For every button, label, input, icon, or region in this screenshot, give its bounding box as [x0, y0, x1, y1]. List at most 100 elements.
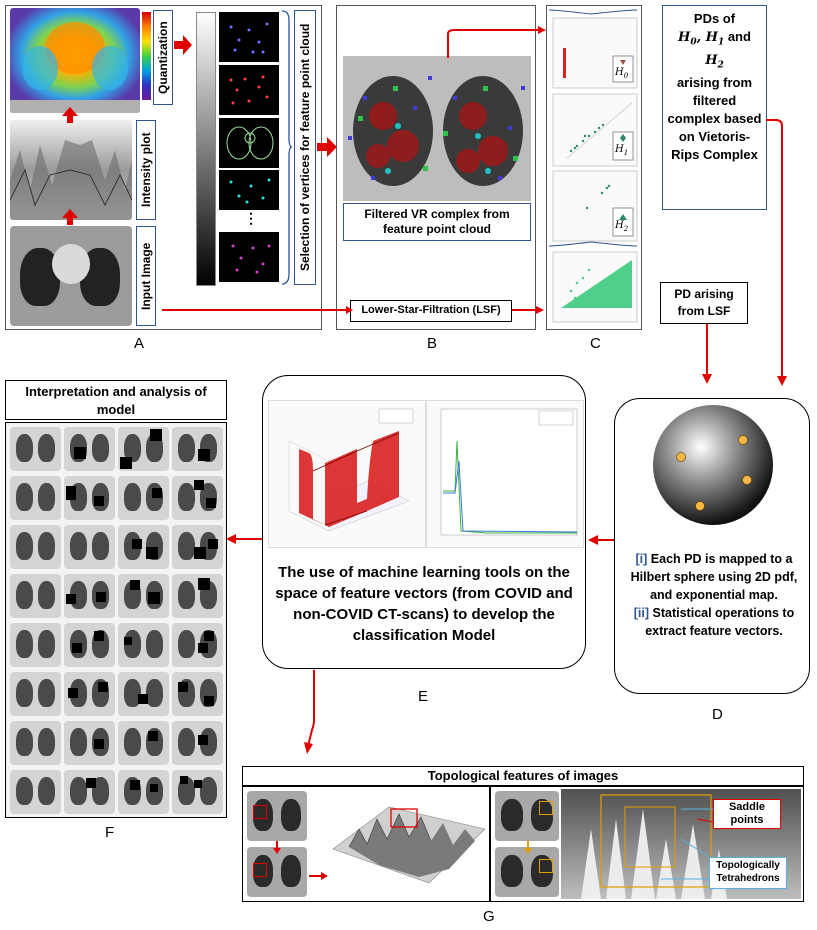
arrow-left-icon: [588, 535, 614, 545]
h2-sub: 2: [717, 60, 724, 71]
pd-label-h1-sub: 1: [623, 149, 629, 157]
lung-region: [38, 434, 55, 462]
ct-thumbnail: [172, 623, 223, 667]
occlusion-square: [130, 580, 140, 590]
bracket-icon: [281, 10, 293, 285]
input-image-label: Input Image: [136, 226, 156, 326]
pd-label-h1: H1: [615, 144, 628, 157]
lung-region: [70, 728, 87, 756]
occlusion-square: [74, 447, 86, 459]
occlusion-square: [194, 547, 206, 559]
panel-a-letter: A: [134, 335, 145, 352]
arrow-right-icon: [317, 137, 337, 157]
ct-thumbnail: [172, 427, 223, 471]
arrow-down-icon: [273, 841, 281, 854]
ct-thumbnail: [172, 525, 223, 569]
lung-region: [70, 777, 87, 805]
arrow-down-icon: [702, 324, 712, 384]
ct-thumbnail: [64, 476, 115, 520]
ct-thumbnail: [172, 770, 223, 814]
intensity-plot-label: Intensity plot: [136, 120, 156, 220]
selection-text: Selection of vertices for feature point …: [298, 23, 312, 272]
lung-region: [70, 532, 87, 560]
lung-region: [38, 581, 55, 609]
panel-c-letter: C: [590, 335, 601, 352]
quantization-image: [10, 8, 140, 113]
pd-label-h2-text: H: [615, 220, 624, 231]
lung-region: [178, 483, 195, 511]
pd-label-h1-text: H: [615, 144, 624, 155]
saddle-points-box: Saddle points: [713, 799, 781, 829]
occlusion-square: [120, 457, 132, 469]
item-2-text: Statistical operations to extract featur…: [645, 606, 795, 638]
pd-label-h2-sub: 2: [623, 225, 629, 233]
lung-region: [16, 728, 33, 756]
g-ct-top: [247, 791, 307, 841]
ct-thumbnail: [172, 574, 223, 618]
lung-region: [16, 434, 33, 462]
ct-thumbnail: [64, 574, 115, 618]
lung-region: [16, 483, 33, 511]
arrow-right-icon: [309, 872, 328, 880]
occlusion-square: [198, 578, 210, 590]
item-2-prefix: [ii]: [633, 606, 650, 620]
panel-f-title: Interpretation and analysis of model: [5, 380, 227, 420]
ct-thumbnail: [64, 525, 115, 569]
intensity-plot-text: Intensity plot: [139, 132, 153, 208]
pds-vr-homology: H0, H1 and H2: [678, 29, 751, 71]
ct-thumbnail: [118, 623, 169, 667]
ct-thumbnail: [10, 427, 61, 471]
occlusion-square: [206, 498, 216, 508]
filtered-vr-caption: Filtered VR complex from feature point c…: [343, 203, 531, 241]
occlusion-square: [130, 780, 140, 790]
panel-g-letter: G: [483, 908, 495, 925]
vertex-thumb-magenta: [219, 232, 279, 282]
lsf-box: Lower-Star-Filtration (LSF): [350, 300, 512, 322]
arrow-down-icon: [304, 670, 315, 754]
hilbert-sphere-icon: [653, 405, 773, 525]
occlusion-square: [148, 731, 158, 741]
lung-region: [16, 630, 33, 658]
occlusion-square: [194, 780, 202, 788]
occlusion-square: [94, 496, 104, 506]
lung-region: [38, 728, 55, 756]
lung-region: [200, 777, 217, 805]
lung-region: [124, 483, 141, 511]
grayscale-bar: [196, 12, 216, 286]
lung-region: [16, 581, 33, 609]
occlusion-square: [66, 486, 76, 500]
e-surface-plot: [268, 400, 426, 548]
ct-thumbnail: [172, 476, 223, 520]
h0-text: H: [678, 30, 691, 45]
occlusion-square: [94, 631, 104, 641]
ct-thumbnail: [64, 770, 115, 814]
intensity-plot-image: [10, 120, 132, 220]
panel-f-grid: [5, 422, 227, 818]
occlusion-square: [208, 539, 218, 549]
ct-thumbnail: [118, 672, 169, 716]
ct-thumbnail: [118, 770, 169, 814]
arrow-right-icon: [162, 306, 544, 314]
pd-plots: [548, 9, 638, 323]
occlusion-square: [148, 592, 160, 604]
g-ct-bottom: [247, 847, 307, 897]
occlusion-square: [204, 631, 214, 641]
input-ct-image: [10, 226, 132, 326]
panel-d-text: [i] Each PD is mapped to a Hilbert spher…: [626, 550, 802, 640]
lung-region: [38, 777, 55, 805]
arrow-right-icon: [174, 35, 192, 55]
ct-thumbnail: [172, 672, 223, 716]
occlusion-square: [180, 776, 188, 784]
occlusion-square: [198, 643, 208, 653]
panel-f-title-text: Interpretation and analysis of model: [25, 384, 207, 417]
panel-a: [5, 5, 322, 330]
lung-region: [16, 679, 33, 707]
arrow-up-icon: [62, 107, 78, 123]
pd-label-h0: H0: [615, 67, 628, 80]
ct-thumbnail: [64, 721, 115, 765]
lung-region: [178, 532, 195, 560]
occlusion-square: [204, 696, 214, 706]
and-text: and: [724, 29, 751, 44]
lung-region: [178, 581, 195, 609]
lung-region: [146, 434, 163, 462]
